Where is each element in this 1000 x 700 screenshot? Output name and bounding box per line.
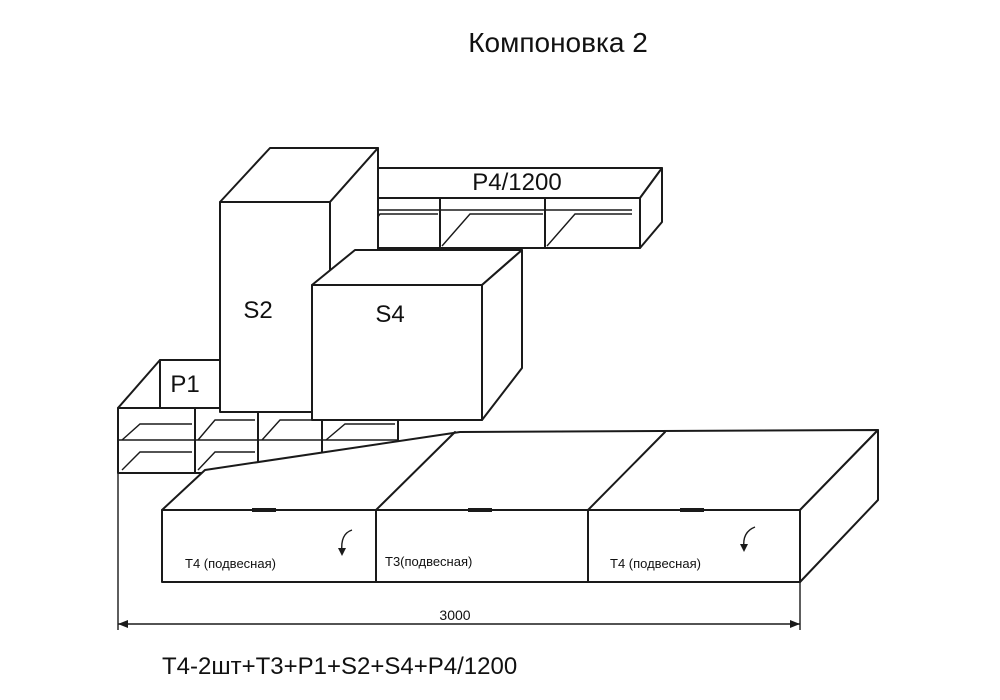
dimension-line: 3000 (117, 473, 801, 630)
module-base-stand (161, 429, 879, 583)
label-t4-left: T4 (подвесная) (185, 556, 276, 571)
open-arrow-right-icon (740, 526, 756, 552)
label-t3: T3(подвесная) (385, 554, 472, 569)
dimension-label: 3000 (439, 607, 470, 623)
module-p1-shelf: P1 (117, 359, 223, 409)
composition-formula: T4-2шт+T3+P1+S2+S4+P4/1200 (162, 653, 517, 680)
module-p4-shelf: P4/1200 (346, 167, 663, 249)
label-t4-right: T4 (подвесная) (610, 556, 701, 571)
diagram-title: Компоновка 2 (468, 27, 648, 58)
label-p4: P4/1200 (472, 169, 561, 196)
label-p1: P1 (170, 371, 199, 398)
module-s4-cabinet: S4 (311, 249, 523, 421)
label-s2: S2 (243, 297, 272, 324)
open-arrow-left-icon (338, 529, 353, 556)
label-s4: S4 (375, 301, 404, 328)
